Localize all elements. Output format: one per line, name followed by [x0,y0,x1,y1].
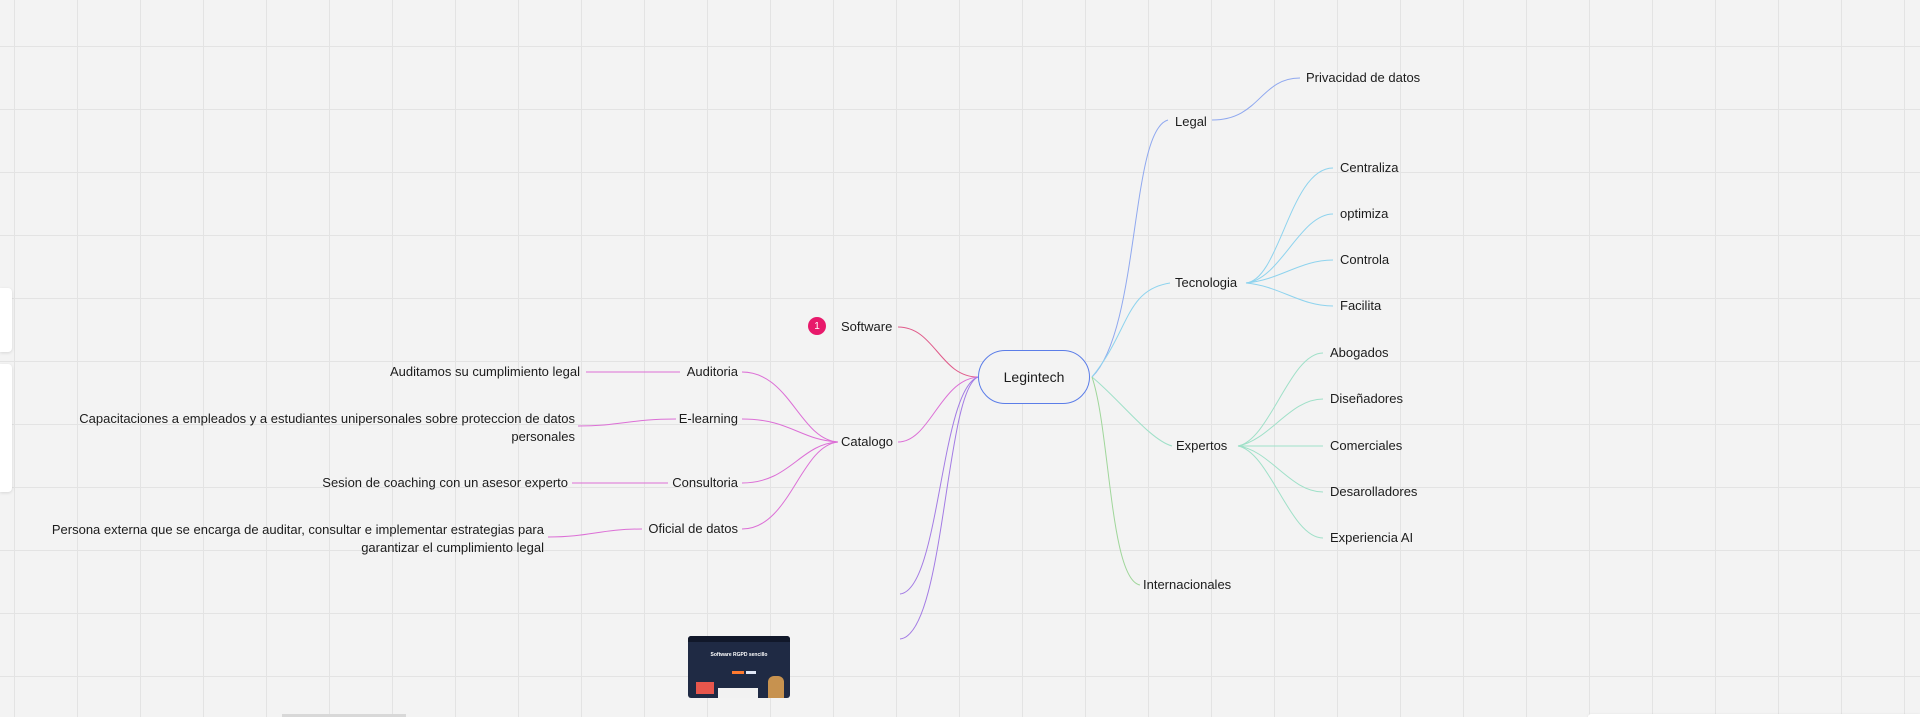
root-node-label: Legintech [1003,369,1065,385]
node-controla[interactable]: Controla [1340,252,1390,267]
edge-disenadores [1237,398,1324,447]
node-facilita[interactable]: Facilita [1340,298,1382,313]
node-consultoria-description[interactable]: Sesion de coaching con un asesor experto [322,475,568,490]
node-legal[interactable]: Legal [1175,114,1207,129]
root-node-legintech[interactable]: Legintech [978,350,1090,404]
node-oficial-description[interactable]: Persona externa que se encarga de audita… [51,522,544,555]
thumbnail-nav-bar [688,636,790,642]
thumbnail-cta-secondary [746,671,756,674]
node-desarolladores[interactable]: Desarolladores [1330,484,1418,499]
edge-consultoria [741,441,839,484]
edge-oficial [741,441,839,530]
edge-controla [1245,259,1334,284]
node-comerciales[interactable]: Comerciales [1330,438,1403,453]
edge-experiencia [1237,445,1324,539]
left-side-panel-top[interactable] [0,288,12,352]
node-e-learning-description[interactable]: Capacitaciones a empleados y a estudiant… [79,411,575,444]
node-auditoria-description[interactable]: Auditamos su cumplimiento legal [389,364,580,379]
thumbnail-illustration-figure [768,676,784,698]
edge-desarolladores [1237,445,1324,493]
node-tecnologia[interactable]: Tecnologia [1175,275,1238,290]
node-e-learning[interactable]: E-learning [678,411,738,426]
node-centraliza[interactable]: Centraliza [1340,160,1399,175]
comment-count-badge[interactable]: 1 [808,317,826,335]
node-experiencia-ai[interactable]: Experiencia AI [1330,530,1414,545]
edge-expertos [1091,376,1173,447]
edge-elearning [741,418,839,443]
edge-software [897,326,979,378]
node-internacionales[interactable]: Internacionales [1143,577,1232,592]
node-disenadores[interactable]: Diseñadores [1330,391,1403,406]
thumbnail-headline: Software RGPD sencillo [710,652,768,658]
edge-catalogo [897,376,979,443]
edge-oficial-desc [547,528,643,538]
bottom-toolbar-fragment[interactable] [282,714,406,717]
node-oficial-de-datos[interactable]: Oficial de datos [648,521,738,536]
node-abogados[interactable]: Abogados [1330,345,1389,360]
node-expertos[interactable]: Expertos [1176,438,1228,453]
node-catalogo[interactable]: Catalogo [841,434,894,449]
node-privacidad-de-datos[interactable]: Privacidad de datos [1306,70,1421,85]
edge-tecnologia [1091,282,1171,378]
node-consultoria[interactable]: Consultoria [672,475,738,490]
node-auditoria[interactable]: Auditoria [686,364,738,379]
edge-elearning-desc [577,418,677,427]
thumbnail-cta-primary [732,671,744,674]
thumbnail-illustration-left [696,682,714,694]
thumbnail-illustration-center [718,688,758,698]
website-screenshot-thumbnail[interactable]: Software RGPD sencillo [688,636,790,698]
left-side-panel-bottom[interactable] [0,364,12,492]
edge-privacidad [1211,77,1301,121]
edge-internacionales [1091,376,1141,586]
edge-facilita [1245,282,1334,307]
bottom-right-panel-fragment[interactable] [1588,714,1920,717]
node-optimiza[interactable]: optimiza [1340,206,1389,221]
edge-centraliza [1245,167,1334,284]
edge-abogados [1237,352,1324,447]
node-software[interactable]: Software [841,319,893,334]
edge-optimiza [1245,213,1334,284]
edge-legal [1091,119,1169,378]
edge-extra-1 [899,376,979,595]
edge-extra-2 [899,376,979,640]
edge-auditoria [741,371,839,443]
